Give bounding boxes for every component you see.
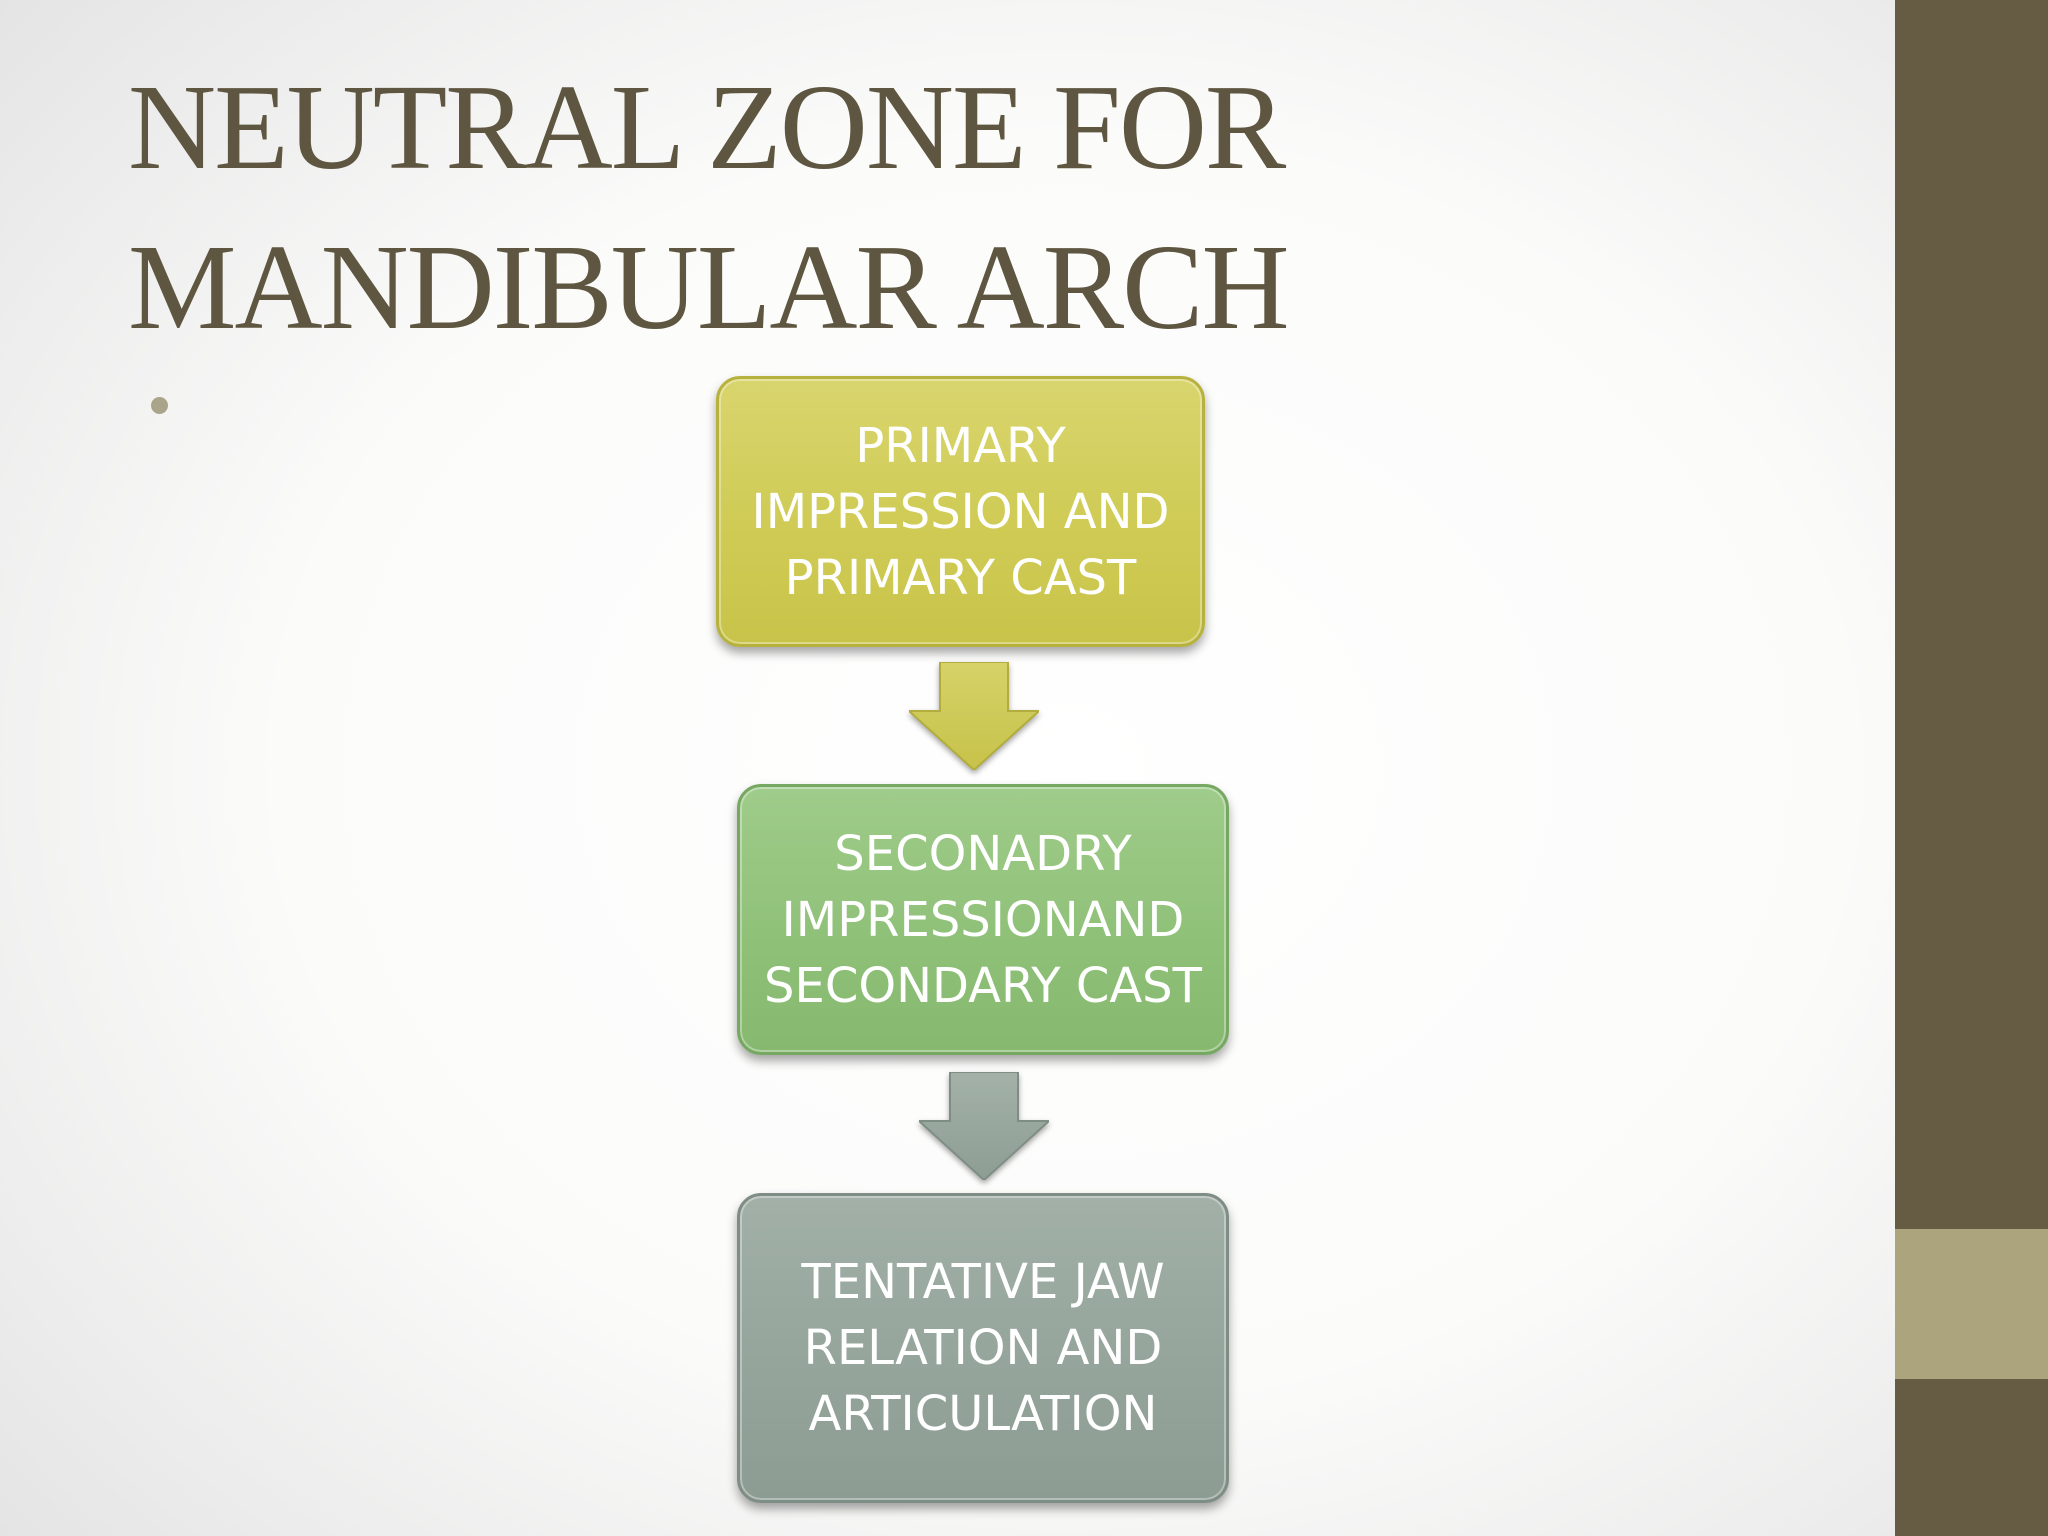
flow-step-1-text: PRIMARY IMPRESSION AND PRIMARY CAST xyxy=(752,413,1170,611)
down-arrow-shape xyxy=(919,1072,1049,1180)
flow-step-1-line-1: PRIMARY xyxy=(855,417,1066,474)
flow-step-2-line-1: SECONADRY xyxy=(834,825,1132,882)
bullet-point xyxy=(151,397,168,414)
flow-step-1: PRIMARY IMPRESSION AND PRIMARY CAST xyxy=(716,376,1205,647)
flow-step-2-line-2: IMPRESSIONAND xyxy=(781,891,1185,948)
slide-title: NEUTRAL ZONE FOR MANDIBULAR ARCH xyxy=(128,48,1428,368)
title-line-1: NEUTRAL ZONE FOR xyxy=(128,60,1286,195)
down-arrow-icon xyxy=(909,662,1039,770)
flow-step-3-line-2: RELATION AND xyxy=(803,1320,1163,1376)
flow-step-3-line-1: TENTATIVE JAW xyxy=(801,1254,1165,1310)
flow-step-1-line-3: PRIMARY CAST xyxy=(784,549,1137,606)
flow-step-2-line-3: SECONDARY CAST xyxy=(764,957,1202,1014)
flow-step-3: TENTATIVE JAW RELATION AND ARTICULATION xyxy=(737,1193,1229,1503)
flow-step-1-line-2: IMPRESSION AND xyxy=(751,483,1170,540)
title-line-2: MANDIBULAR ARCH xyxy=(128,220,1290,355)
flow-step-2: SECONADRY IMPRESSIONAND SECONDARY CAST xyxy=(737,784,1229,1055)
flow-step-2-text: SECONADRY IMPRESSIONAND SECONDARY CAST xyxy=(764,821,1202,1019)
down-arrow-icon xyxy=(919,1072,1049,1180)
down-arrow-shape xyxy=(909,662,1039,770)
flow-step-3-text: TENTATIVE JAW RELATION AND ARTICULATION xyxy=(801,1249,1164,1447)
flow-step-3-line-3: ARTICULATION xyxy=(808,1386,1158,1442)
sidebar-decoration xyxy=(1895,0,2048,1536)
sidebar-accent-band xyxy=(1895,1229,2048,1379)
